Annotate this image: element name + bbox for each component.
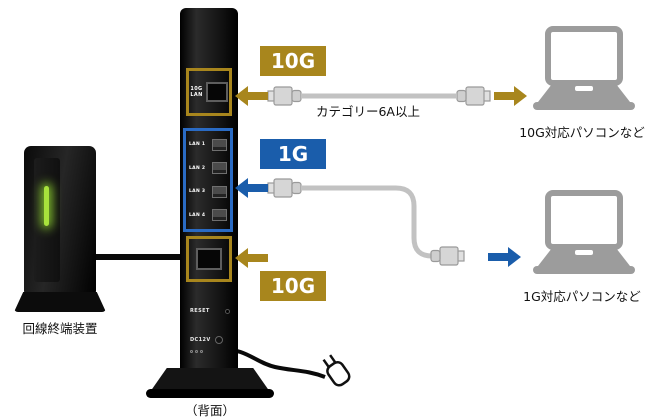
ethernet-port-10g-bottom: [196, 248, 222, 270]
lan-port-label: LAN 2: [189, 165, 206, 171]
dc-jack-icon: [214, 336, 223, 344]
badge-10g-top: 10G: [260, 46, 326, 76]
onu-caption: 回線終端装置: [22, 321, 98, 336]
lan-port-row: LAN 4: [189, 209, 227, 222]
ethernet-port-lan3: [212, 185, 227, 198]
rj45-connector-icon: [456, 86, 491, 106]
lan-port-label: LAN 1: [189, 142, 206, 148]
port-10g-label-line2: LAN: [190, 92, 203, 98]
rj45-connector-icon: [267, 86, 302, 106]
ethernet-port-lan2: [212, 162, 227, 175]
lan-port-row: LAN 1: [189, 138, 227, 151]
ethernet-port-lan4: [212, 209, 227, 222]
reset-control: RESET: [187, 308, 233, 314]
laptop-1g-caption: 1G対応パソコンなど: [523, 289, 641, 304]
laptop-icon-1g: [533, 190, 635, 274]
port-10g-label-line1: 10G: [190, 86, 203, 92]
onu-stand: [14, 292, 106, 312]
gold-arrow-to-10g-laptop: [494, 86, 527, 106]
gold-arrow-to-router-bottom: [235, 248, 268, 268]
lan-port-label: LAN 4: [189, 212, 206, 218]
port-10g-lan-top: 10G LAN: [186, 68, 232, 116]
dc12v-label: DC12V: [190, 337, 211, 343]
laptop-icon-10g: [533, 26, 635, 110]
cable-category-note: カテゴリー6A以上: [315, 104, 420, 119]
rj45-connector-icon: [430, 246, 465, 266]
badge-10g-bottom: 10G: [260, 271, 326, 301]
port-10g-lan-bottom: [186, 236, 232, 282]
router-stand-base: [146, 389, 274, 398]
dc-power-input: DC12V: [187, 336, 233, 344]
rj45-connector-icon: [267, 178, 302, 198]
rear-view-caption: （背面）: [184, 403, 235, 418]
lan-ports-group: LAN 1 LAN 2 LAN 3 LAN 4: [183, 128, 233, 232]
ethernet-port-10g-top: [205, 82, 228, 102]
badge-1g: 1G: [260, 139, 326, 169]
laptop-10g-caption: 10G対応パソコンなど: [519, 125, 645, 140]
port-10g-label: 10G LAN: [190, 86, 202, 98]
blue-arrow-to-1g-laptop: [488, 247, 521, 267]
lan-1g-cable: [302, 185, 434, 259]
onu-led-indicator: [44, 186, 49, 226]
lan-port-row: LAN 3: [189, 185, 227, 198]
lan-port-row: LAN 2: [189, 162, 227, 175]
blue-arrow-to-router: [235, 178, 268, 198]
dc-polarity-icon: [190, 350, 203, 353]
lan-port-label: LAN 3: [189, 189, 206, 195]
reset-button-hole: [225, 308, 230, 314]
power-plug-icon: [322, 354, 351, 387]
router-stand: [150, 368, 270, 392]
ethernet-port-lan1: [212, 138, 227, 151]
reset-label: RESET: [190, 308, 210, 314]
gold-arrow-to-router-top: [235, 86, 268, 106]
